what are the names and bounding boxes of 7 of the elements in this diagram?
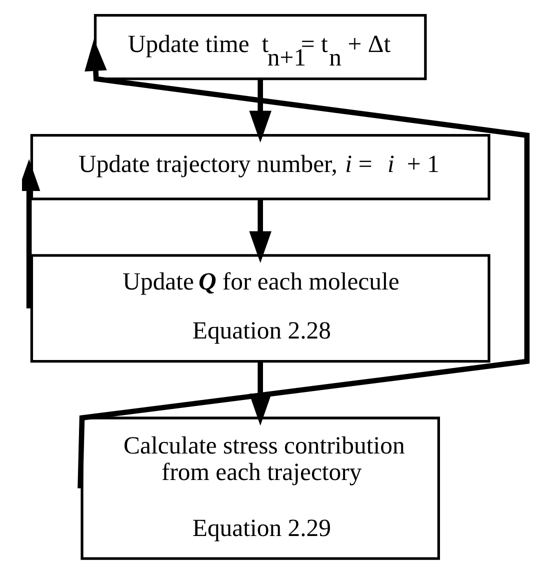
arrow [78, 39, 530, 488]
arrow [249, 199, 272, 264]
node-box: Update Q for each molecule Equation 2.28 [30, 254, 490, 363]
node-box: Calculate stress contribution from each trajectory Equation 2.29 [80, 416, 440, 560]
arrow [22, 159, 40, 308]
arrow [249, 79, 272, 143]
node-box: Update trajectory number, i = i + 1 [30, 134, 490, 200]
